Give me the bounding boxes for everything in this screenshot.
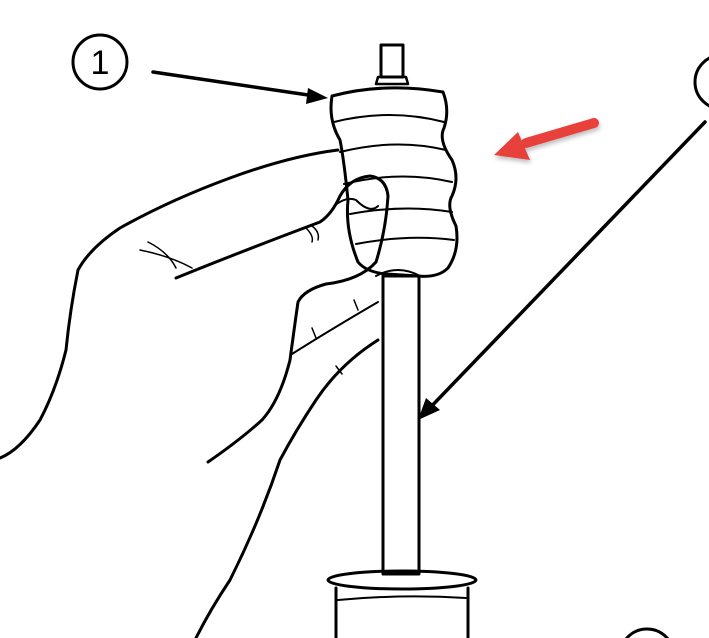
hand-illustration <box>0 148 390 638</box>
piston-rod <box>381 274 421 576</box>
callout-1: 1 <box>71 33 129 91</box>
highlight-arrow <box>494 118 599 160</box>
callout-1-label: 1 <box>91 44 110 82</box>
callout-2: 2 <box>693 56 709 108</box>
callout-2-leader-arrow <box>418 120 707 420</box>
rod-top-stub <box>374 43 410 86</box>
callout-1-leader-arrow <box>151 70 328 104</box>
callout-3: 3 <box>624 627 670 638</box>
shock-absorber-body <box>326 569 478 638</box>
